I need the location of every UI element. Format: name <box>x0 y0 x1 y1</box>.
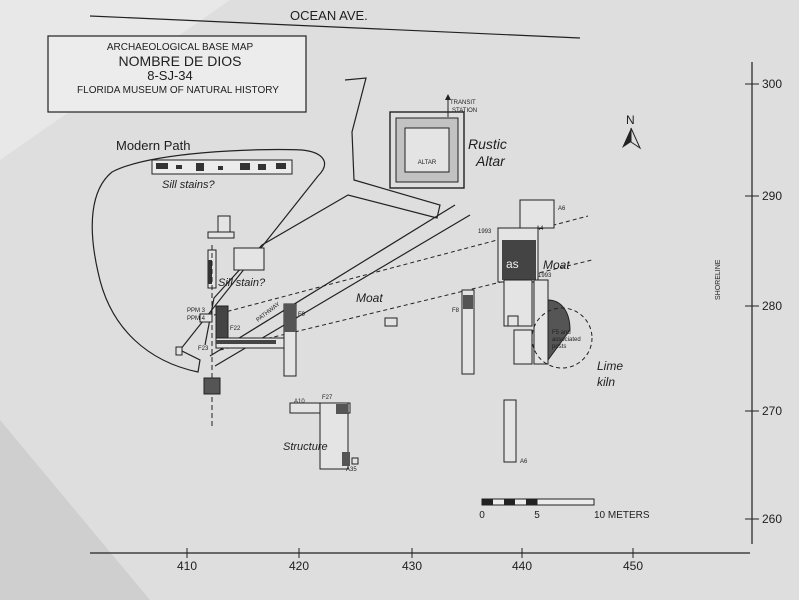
moat-right-label: Moat <box>543 258 570 272</box>
rustic-altar: ALTAR TRANSIT STATION Rustic Altar <box>389 94 507 189</box>
x-tick-420: 420 <box>289 559 309 573</box>
title-line-1: ARCHAEOLOGICAL BASE MAP <box>107 42 254 53</box>
north-arrow-icon <box>622 128 631 148</box>
title-line-2: NOMBRE DE DIOS <box>119 53 242 69</box>
f22-label: F22 <box>230 326 241 332</box>
a35-label: A35 <box>346 467 357 473</box>
a10-label: A10 <box>294 399 305 405</box>
a6-bottom-label: A6 <box>520 459 528 465</box>
grid-axes: 300 290 280 270 260 410 420 430 440 450 … <box>90 62 782 573</box>
f5-posts-label-2: associated <box>552 337 581 343</box>
kiln-label: kiln <box>597 375 615 389</box>
title-line-3: 8-SJ-34 <box>147 68 193 83</box>
f9-label: F9 <box>298 312 306 318</box>
f5-posts-label-3: posts <box>552 344 566 350</box>
x-tick-430: 430 <box>402 559 422 573</box>
a6-top-label: A6 <box>558 206 566 212</box>
structure-label: Structure <box>283 441 328 453</box>
rustic-label: Rustic <box>468 136 507 152</box>
shoreline-label: SHORELINE <box>715 259 722 300</box>
title-line-4: FLORIDA MUSEUM OF NATURAL HISTORY <box>77 85 279 96</box>
north-label: N <box>626 113 635 127</box>
ppm4-label: PPM 4 <box>187 316 206 322</box>
scale-bar: 0 5 10 METERS <box>479 498 650 521</box>
modern-path-label: Modern Path <box>116 138 190 153</box>
transit-station-label-2: STATION <box>452 108 477 114</box>
modern-path-features: Modern Path Sill stains? <box>116 138 293 191</box>
x-tick-410: 410 <box>177 559 197 573</box>
ocean-avenue: OCEAN AVE. <box>89 8 581 39</box>
north-arrow: N <box>622 113 642 150</box>
f27-label: F27 <box>322 395 333 401</box>
right-excavations: F8 1993 A6 A4 as 1993 Moat F5 and associ… <box>452 199 623 465</box>
title-box <box>47 35 307 113</box>
left-excavations: Sill stain? PPM 3 PPM 4 F22 F23 F9 Moat <box>175 215 398 428</box>
transit-station-label-1: TRANSIT <box>450 100 476 106</box>
structure-area: A10 F27 A35 Structure <box>283 395 359 473</box>
y-tick-300: 300 <box>762 77 782 91</box>
x-tick-440: 440 <box>512 559 532 573</box>
y-tick-260: 260 <box>762 512 782 526</box>
a4-label: A4 <box>536 226 544 232</box>
altar-label: Altar <box>475 153 506 169</box>
modern-path-outline <box>91 77 441 373</box>
paper-shadow <box>0 420 150 600</box>
as-label: as <box>506 257 519 271</box>
scale-tick-10: 10 METERS <box>594 510 650 521</box>
x-tick-450: 450 <box>623 559 643 573</box>
title-block: ARCHAEOLOGICAL BASE MAP NOMBRE DE DIOS 8… <box>47 35 307 113</box>
year-1993-label: 1993 <box>478 229 492 235</box>
moat-left-label: Moat <box>356 291 383 305</box>
scale-tick-0: 0 <box>479 510 485 521</box>
year-1993b-label: 1993 <box>538 273 552 279</box>
altar-inner-label: ALTAR <box>418 160 437 166</box>
f8-label: F8 <box>452 308 460 314</box>
sill-stains-label: Sill stains? <box>162 179 215 191</box>
lime-label: Lime <box>597 359 623 373</box>
f23-label: F23 <box>198 346 209 352</box>
sill-stain-label: Sill stain? <box>218 277 266 289</box>
street-label: OCEAN AVE. <box>290 8 368 23</box>
f5-posts-label-1: F5 and <box>552 330 571 336</box>
ppm3-label: PPM 3 <box>187 308 206 314</box>
scale-tick-5: 5 <box>534 510 540 521</box>
y-tick-270: 270 <box>762 404 782 418</box>
y-tick-290: 290 <box>762 189 782 203</box>
y-tick-280: 280 <box>762 299 782 313</box>
